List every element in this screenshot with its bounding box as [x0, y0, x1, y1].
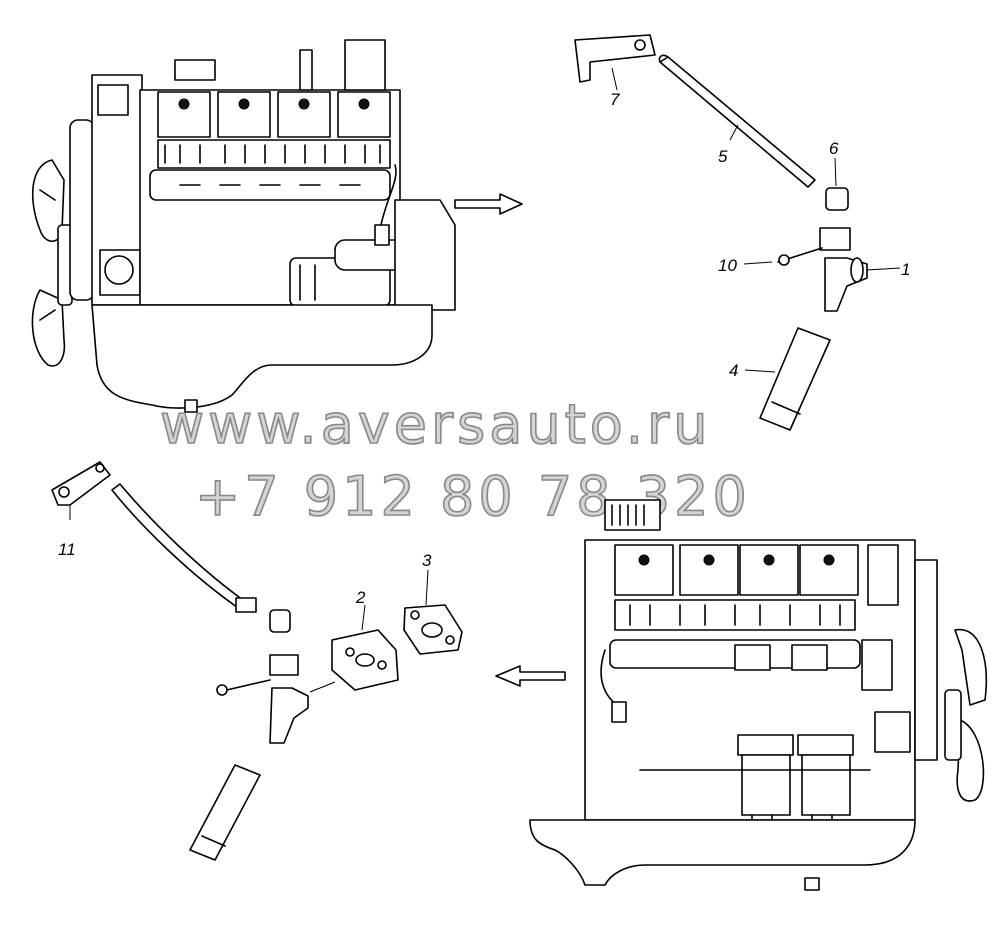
starter	[289, 239, 406, 307]
exploded-parts-upper	[574, 34, 901, 431]
gasket-part-3	[403, 604, 463, 655]
clamp-part-6	[825, 187, 849, 211]
bolt-part-10	[777, 247, 823, 266]
injector-row	[157, 139, 391, 169]
fan	[31, 159, 73, 367]
watermark-website: www.aversauto.ru	[160, 393, 711, 456]
callout-2: 2	[355, 588, 366, 607]
watermark-phone: +7 912 80 78 320	[195, 465, 751, 528]
bracket-part-7	[574, 34, 656, 83]
cylinder-heads	[157, 91, 391, 138]
tube-part-4	[759, 327, 831, 431]
flange-part-2	[331, 629, 399, 691]
holder	[819, 227, 851, 251]
callouts: 1 2 3 4 5 6 7 10 11	[58, 90, 910, 607]
callout-5: 5	[718, 147, 728, 166]
callout-1: 1	[901, 260, 910, 279]
valve-part-1	[824, 257, 868, 312]
callout-7: 7	[610, 90, 620, 109]
watermark: www.aversauto.ru +7 912 80 78 320	[159, 392, 751, 529]
engine-front-view	[529, 499, 988, 891]
callout-6: 6	[829, 139, 839, 158]
callout-10: 10	[718, 256, 737, 275]
callout-11: 11	[58, 540, 76, 559]
callout-3: 3	[422, 551, 432, 570]
arrow-left	[495, 665, 566, 687]
dipstick-tube-part-5	[658, 54, 816, 188]
arrow-right	[454, 193, 523, 215]
bracket-part-11	[51, 461, 111, 506]
engine-side-view	[31, 39, 456, 413]
callout-4: 4	[729, 361, 738, 380]
exploded-parts-lower	[51, 461, 463, 861]
